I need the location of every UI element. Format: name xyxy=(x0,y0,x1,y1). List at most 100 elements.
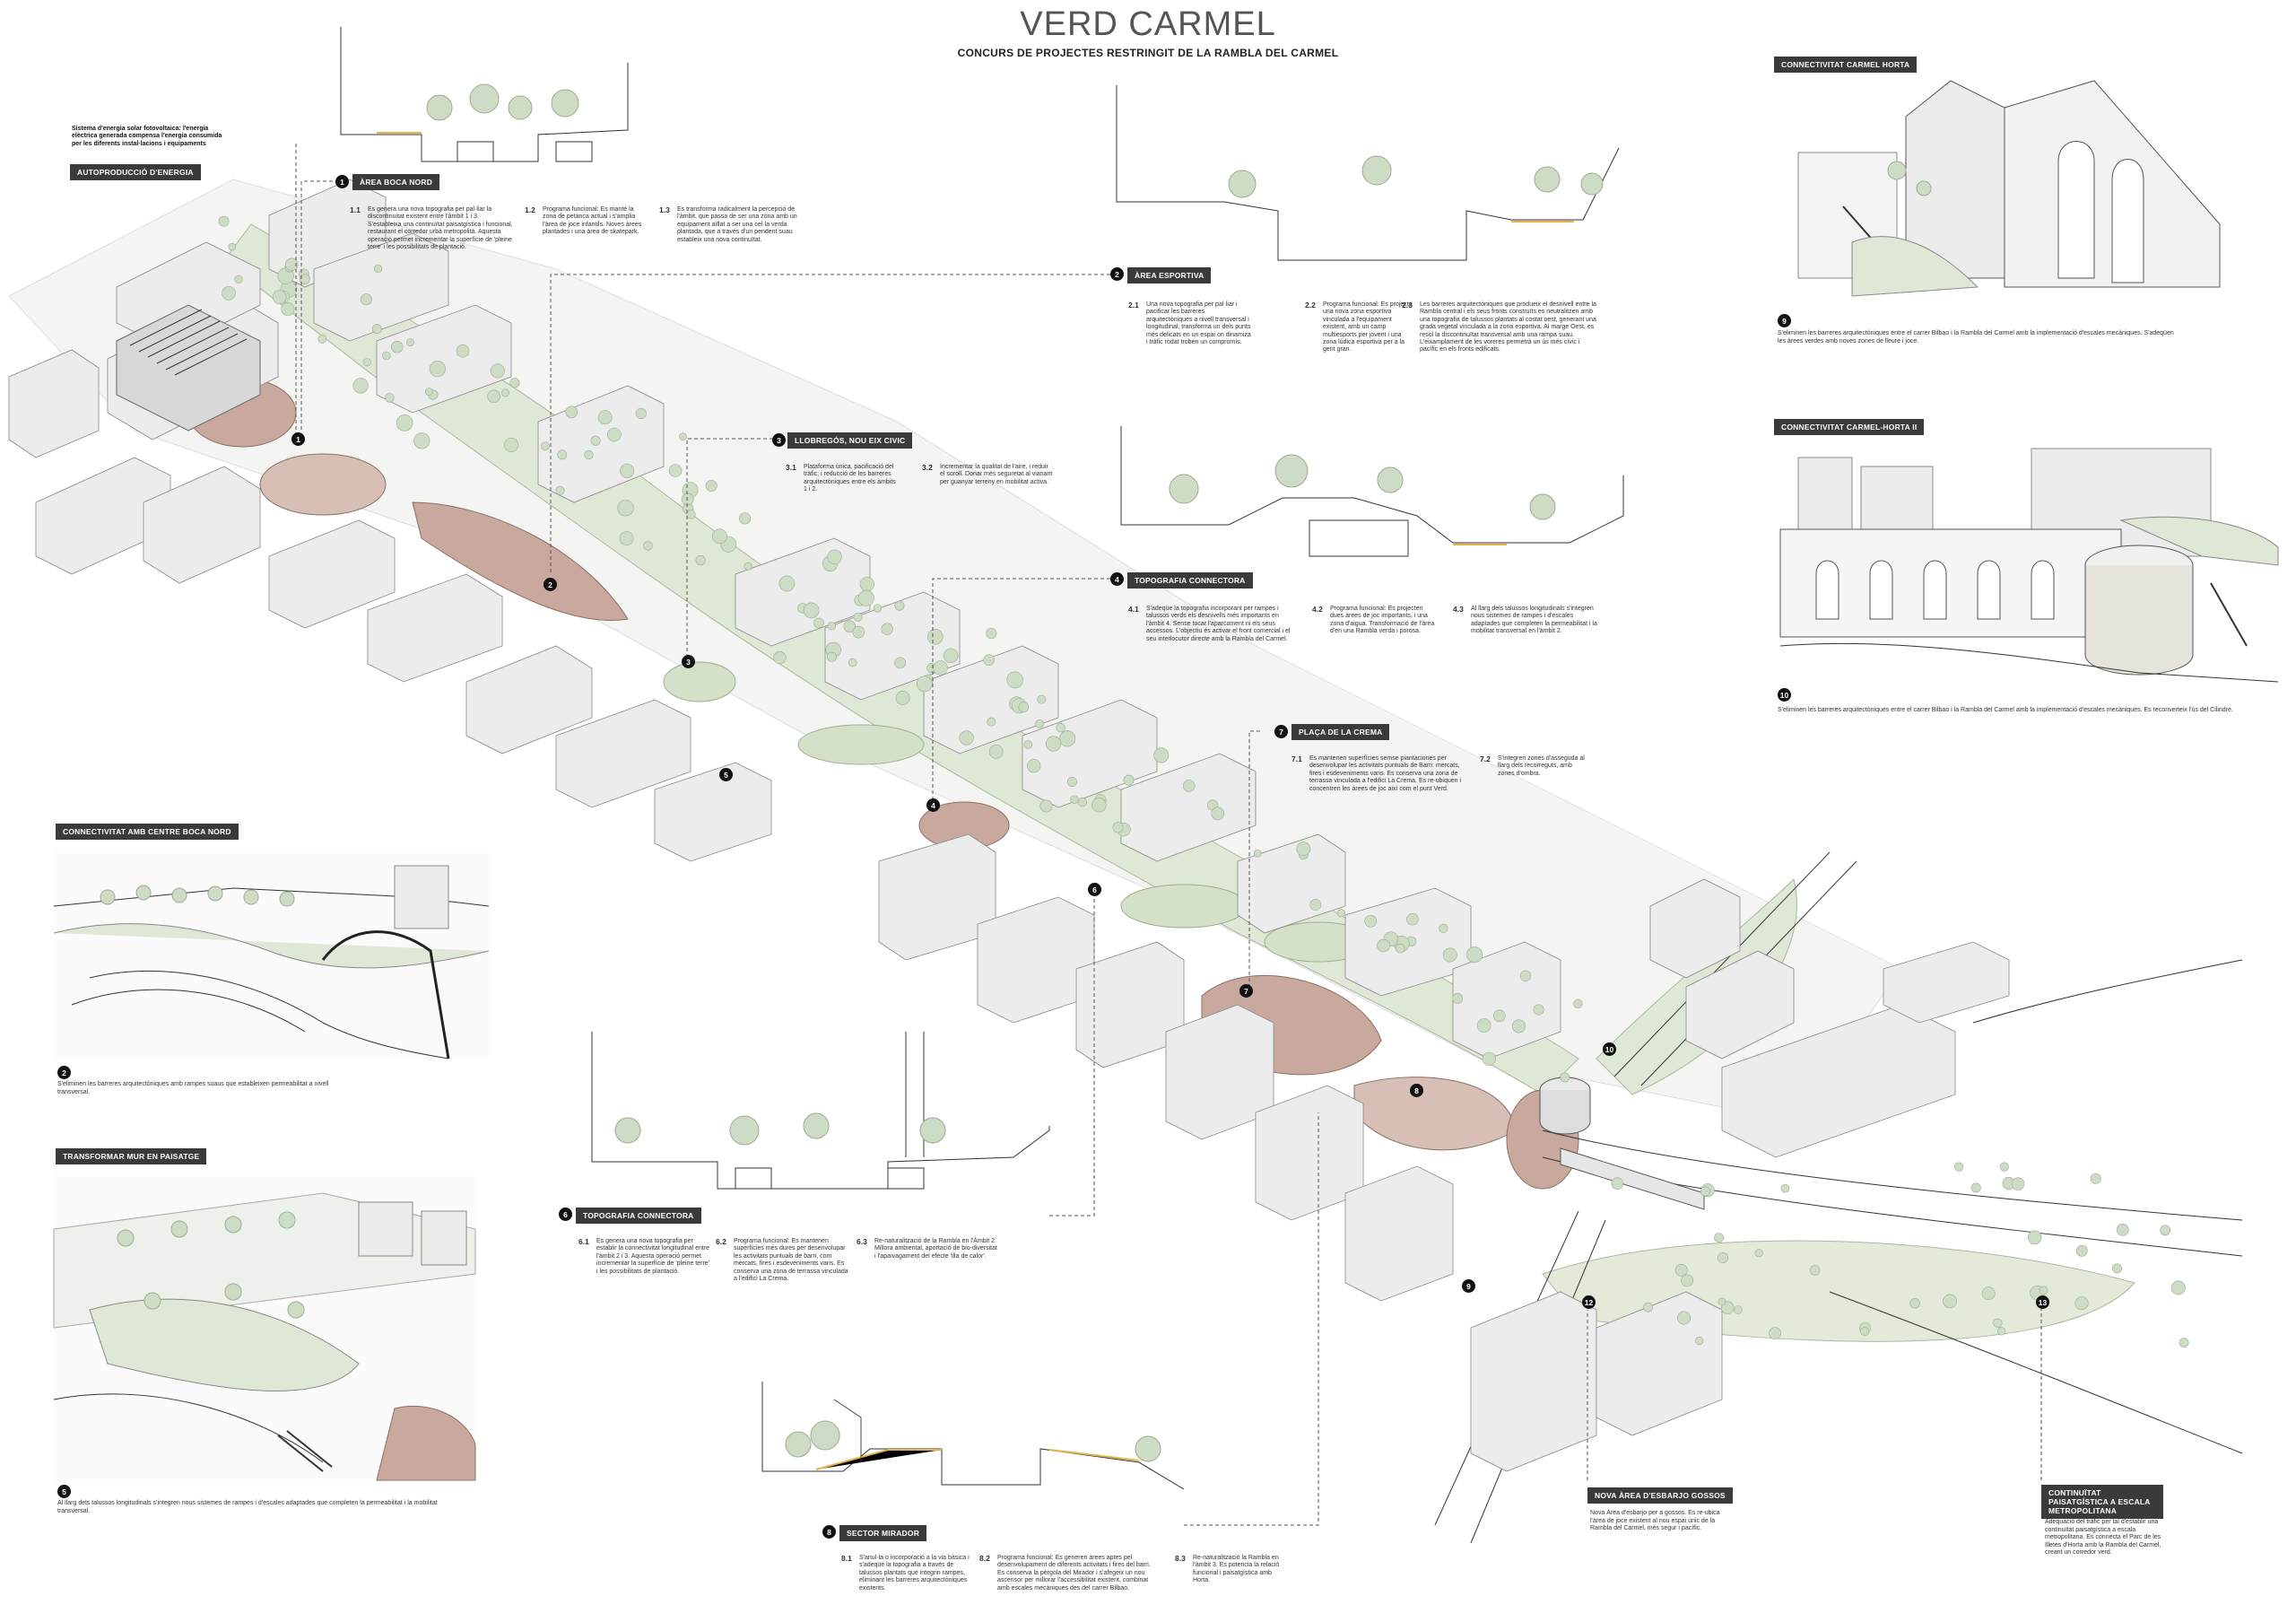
tree xyxy=(1035,719,1044,728)
autoproduccio-label: AUTOPRODUCCIÓ D'ENERGIA xyxy=(70,164,201,180)
tree xyxy=(983,654,995,667)
tree xyxy=(1377,938,1390,953)
tree xyxy=(299,274,310,285)
tree xyxy=(2039,1286,2048,1295)
tree xyxy=(1153,747,1170,763)
tree xyxy=(827,622,836,631)
page-subtitle: CONCURS DE PROJECTES RESTRINGIT DE LA RA… xyxy=(957,47,1339,59)
tree xyxy=(509,378,520,388)
tree xyxy=(1364,914,1378,928)
tree xyxy=(487,389,500,404)
transformar-mur-caption: Al llarg dels talussos longitudinals s'i… xyxy=(57,1500,438,1514)
map-marker-3[interactable]: 3 xyxy=(682,655,695,668)
connectivitat-carmel-horta-drawing xyxy=(1797,80,2221,297)
tree xyxy=(1253,849,1262,858)
section-boca-nord xyxy=(340,27,629,162)
tree xyxy=(272,290,287,305)
tree xyxy=(584,449,594,460)
map-marker-8[interactable]: 8 xyxy=(1410,1084,1423,1097)
tree xyxy=(857,589,874,606)
tree xyxy=(391,341,404,353)
map-marker-1[interactable]: 1 xyxy=(291,432,305,446)
tree xyxy=(881,623,893,635)
connectivitat-boca-nord-drawing xyxy=(53,852,490,1060)
tree xyxy=(424,388,433,397)
tree xyxy=(895,691,910,705)
tree xyxy=(1439,923,1448,933)
area-7-number: 7 xyxy=(1274,725,1288,738)
tree xyxy=(557,449,568,460)
tree xyxy=(1406,912,1419,926)
map-marker-10[interactable]: 10 xyxy=(1603,1042,1616,1056)
tree xyxy=(1970,1182,1981,1193)
tree xyxy=(429,361,447,378)
map-marker-5[interactable]: 5 xyxy=(719,768,733,781)
section-esportiva xyxy=(1116,85,1620,261)
area-1-number: 1 xyxy=(335,175,349,188)
tree xyxy=(285,257,299,271)
tree xyxy=(1442,947,1457,963)
connectivitat-carmel-horta-number: 9 xyxy=(1778,314,1791,327)
area-6-label: TOPOGRAFIA CONNECTORA xyxy=(576,1208,701,1224)
tree xyxy=(1677,1311,1692,1325)
tree xyxy=(1309,899,1322,911)
tree xyxy=(490,363,505,379)
tree xyxy=(1476,1018,1492,1033)
continuitat-label-text: CONTINUÏTAT PAISATGÍSTICA A ESCALA METRO… xyxy=(2048,1488,2151,1515)
tree xyxy=(853,612,863,622)
tree xyxy=(1045,736,1062,752)
area-3-label: LLOBREGÓS, NOU EIX CIVIC xyxy=(787,432,913,449)
section-mirador xyxy=(761,1382,1185,1490)
tree xyxy=(385,393,395,403)
tree xyxy=(413,432,430,449)
tree xyxy=(1996,1327,2006,1336)
map-marker-7[interactable]: 7 xyxy=(1239,984,1253,998)
tree xyxy=(1059,730,1076,747)
tree xyxy=(317,334,327,344)
area-2-number: 2 xyxy=(1110,267,1124,281)
tree xyxy=(1112,822,1124,833)
map-marker-4[interactable]: 4 xyxy=(926,798,940,812)
tree xyxy=(1056,722,1065,733)
connectivitat-boca-nord-caption: S'eliminen les barreres arquitectòniques… xyxy=(57,1081,329,1095)
tree xyxy=(1809,1265,1821,1276)
continuitat-label: CONTINUÏTAT PAISATGÍSTICA A ESCALA METRO… xyxy=(2041,1485,2163,1519)
tree xyxy=(959,730,974,746)
tree xyxy=(371,324,382,335)
tree xyxy=(1039,799,1053,813)
map-marker-9[interactable]: 9 xyxy=(1462,1279,1475,1293)
tree xyxy=(619,531,634,545)
tree xyxy=(1077,798,1087,807)
tree xyxy=(1734,1305,1743,1314)
tree xyxy=(773,650,787,665)
area-4-label: TOPOGRAFIA CONNECTORA xyxy=(1127,572,1253,589)
tree xyxy=(987,717,996,727)
tree xyxy=(826,651,838,662)
tree xyxy=(456,344,470,358)
map-marker-13[interactable]: 13 xyxy=(2036,1295,2049,1309)
tree xyxy=(360,293,372,306)
map-marker-2[interactable]: 2 xyxy=(544,578,557,591)
tree xyxy=(234,275,243,283)
map-marker-6[interactable]: 6 xyxy=(1088,883,1101,896)
tree xyxy=(1037,694,1047,704)
tree xyxy=(541,441,550,451)
connectivitat-carmel-horta-caption: S'eliminen les barreres arquitectòniques… xyxy=(1778,330,2174,344)
tree xyxy=(2075,1244,2088,1257)
transformar-mur-drawing xyxy=(53,1175,476,1481)
tree xyxy=(503,437,518,452)
tree xyxy=(679,432,687,441)
tree xyxy=(1953,1162,1964,1172)
map-marker-12[interactable]: 12 xyxy=(1582,1295,1596,1309)
tree xyxy=(813,617,824,629)
tree xyxy=(843,620,856,632)
